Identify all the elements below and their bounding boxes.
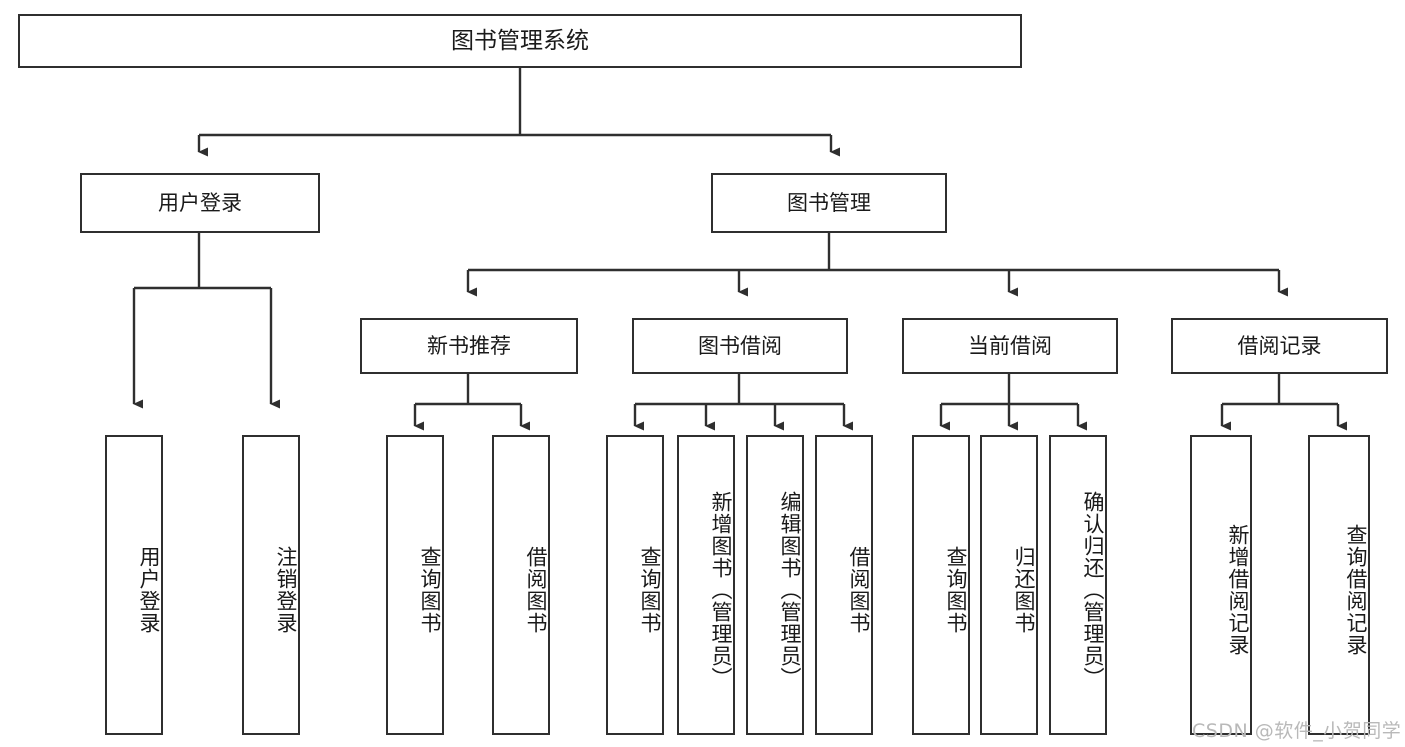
leaf-user-login[interactable]: 用户登录 xyxy=(105,435,163,735)
node-label: 归还图书 xyxy=(1012,546,1036,634)
leaf-borrow-book[interactable]: 借阅图书 xyxy=(815,435,873,735)
leaf-edit-book-admin[interactable]: 编辑图书（管理员） xyxy=(746,435,804,735)
leaf-borrow-book-new[interactable]: 借阅图书 xyxy=(492,435,550,735)
node-label: 查询图书 xyxy=(944,546,968,634)
node-label: 图书管理系统 xyxy=(451,27,589,54)
leaf-add-book-admin[interactable]: 新增图书（管理员） xyxy=(677,435,735,735)
node-label: 新增借阅记录 xyxy=(1226,524,1250,656)
node-root-book-management-system[interactable]: 图书管理系统 xyxy=(18,14,1022,68)
node-label: 用户登录 xyxy=(137,546,161,634)
leaf-logout[interactable]: 注销登录 xyxy=(242,435,300,735)
leaf-confirm-return-admin[interactable]: 确认归还（管理员） xyxy=(1049,435,1107,735)
leaf-query-book-current[interactable]: 查询图书 xyxy=(912,435,970,735)
node-label: 借阅图书 xyxy=(524,546,548,634)
leaf-add-borrow-record[interactable]: 新增借阅记录 xyxy=(1190,435,1252,735)
node-book-management[interactable]: 图书管理 xyxy=(711,173,947,233)
node-label: 图书借阅 xyxy=(698,333,782,358)
node-label: 新书推荐 xyxy=(427,333,511,358)
node-label: 注销登录 xyxy=(274,546,298,634)
node-label: 查询图书 xyxy=(638,546,662,634)
node-label: 编辑图书（管理员） xyxy=(778,491,802,689)
leaf-query-borrow-record[interactable]: 查询借阅记录 xyxy=(1308,435,1370,735)
leaf-query-book-borrow[interactable]: 查询图书 xyxy=(606,435,664,735)
node-current-borrowing[interactable]: 当前借阅 xyxy=(902,318,1118,374)
node-user-login[interactable]: 用户登录 xyxy=(80,173,320,233)
node-borrow-records[interactable]: 借阅记录 xyxy=(1171,318,1388,374)
node-new-book-recommendation[interactable]: 新书推荐 xyxy=(360,318,578,374)
node-label: 查询图书 xyxy=(418,546,442,634)
node-label: 用户登录 xyxy=(158,190,242,215)
node-label: 借阅记录 xyxy=(1237,333,1322,358)
node-label: 确认归还（管理员） xyxy=(1081,491,1105,689)
leaf-return-book[interactable]: 归还图书 xyxy=(980,435,1038,735)
node-label: 新增图书（管理员） xyxy=(709,491,733,689)
node-label: 查询借阅记录 xyxy=(1344,524,1368,656)
node-label: 图书管理 xyxy=(787,190,871,215)
node-label: 当前借阅 xyxy=(968,333,1052,358)
node-label: 借阅图书 xyxy=(847,546,871,634)
csdn-watermark: CSDN @软件_小贺同学 xyxy=(1192,720,1402,742)
leaf-query-book-new[interactable]: 查询图书 xyxy=(386,435,444,735)
node-book-borrowing[interactable]: 图书借阅 xyxy=(632,318,848,374)
